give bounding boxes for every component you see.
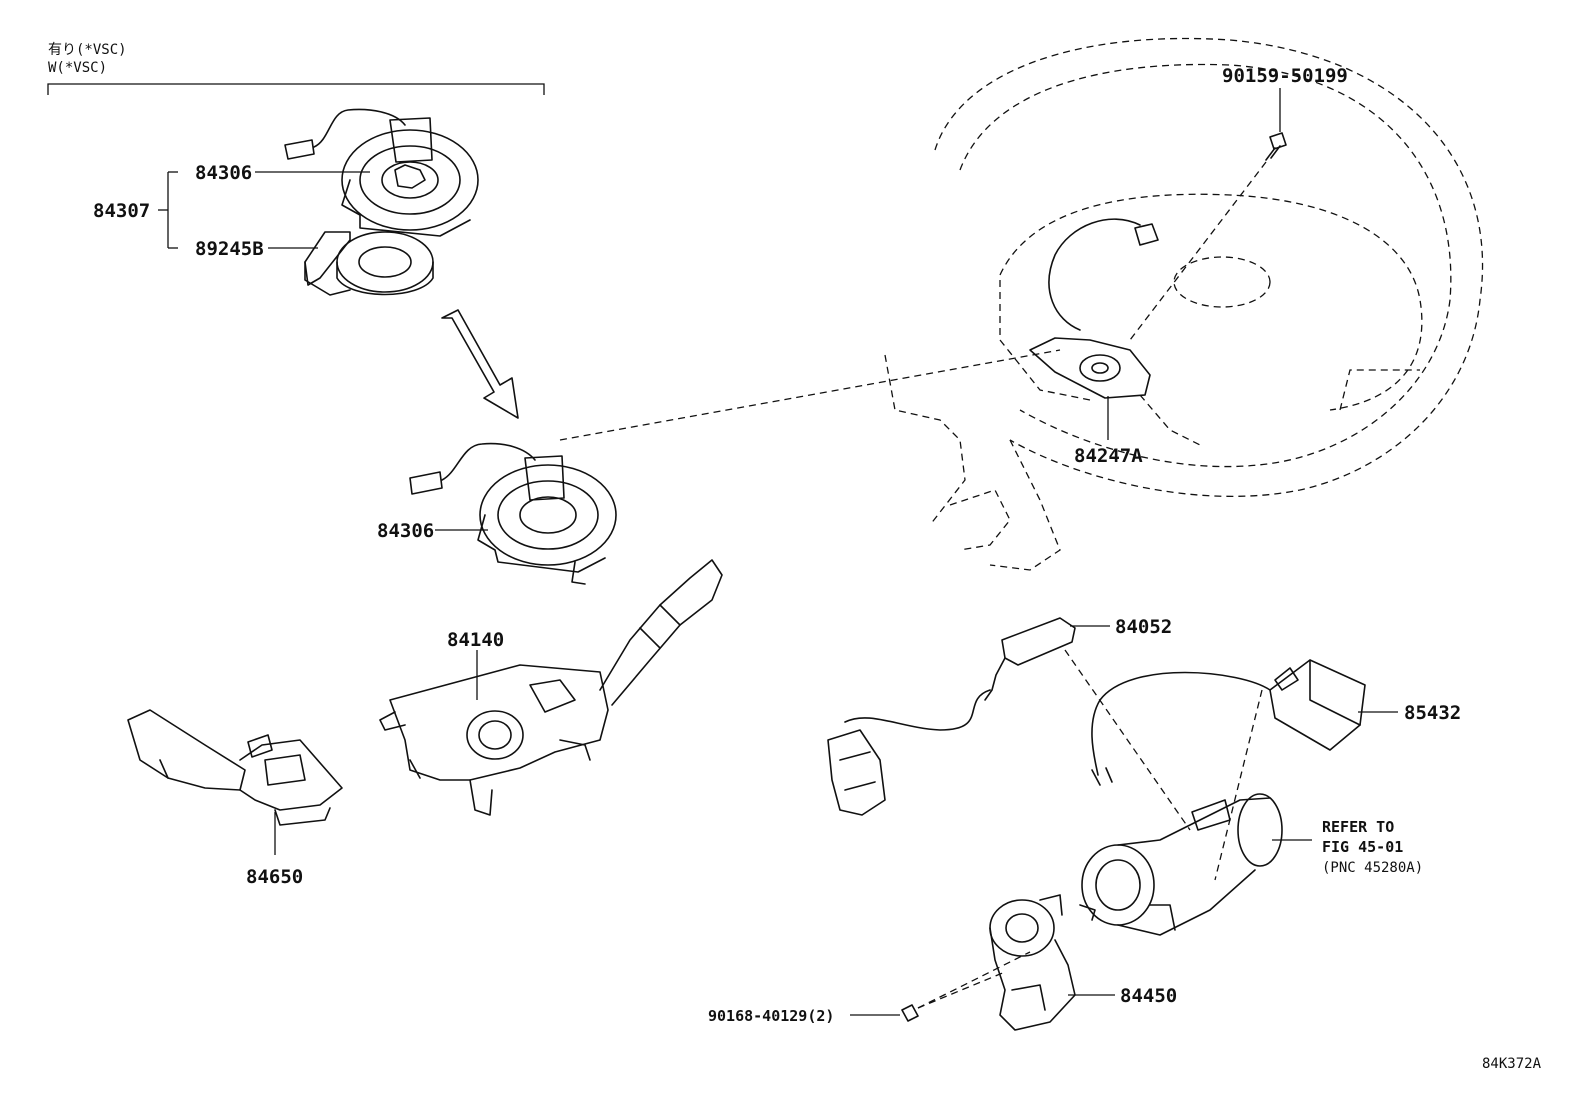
refer-line-1: REFER TO xyxy=(1322,818,1394,836)
label-84450: 84450 xyxy=(1120,985,1177,1007)
label-84140: 84140 xyxy=(447,629,504,651)
label-84247a: 84247A xyxy=(1074,445,1143,467)
label-84306-mid: 84306 xyxy=(377,520,434,542)
ignition-housing-drawing xyxy=(1079,793,1283,936)
figure-id: 84K372A xyxy=(1482,1056,1542,1072)
amplifier-85432-drawing xyxy=(1091,659,1366,786)
screw-90168-drawing xyxy=(901,1004,919,1022)
dashed-link-screw-2 xyxy=(917,951,1031,1009)
label-89245b: 89245B xyxy=(195,238,264,260)
dashed-link-84052 xyxy=(1064,649,1191,831)
spiral-cable-top-drawing xyxy=(284,108,479,237)
spiral-cable-mid-drawing xyxy=(409,442,617,585)
horn-switch-drawing xyxy=(1029,218,1159,399)
refer-line-3: (PNC 45280A) xyxy=(1322,860,1423,876)
dashed-link-spiral-wheel xyxy=(559,349,1061,441)
direction-arrow xyxy=(441,309,519,419)
note-line-1: 有り(*VSC) xyxy=(48,42,127,58)
wiper-switch-drawing xyxy=(127,709,343,826)
note-line-2: W(*VSC) xyxy=(48,60,107,76)
note-bracket xyxy=(47,83,545,95)
vsc-note: 有り(*VSC) W(*VSC) xyxy=(47,42,545,95)
steering-wheel-drawing xyxy=(884,37,1484,571)
label-85432: 85432 xyxy=(1404,702,1461,724)
combination-switch-drawing xyxy=(379,559,723,816)
dashed-link-85432 xyxy=(1214,689,1263,881)
label-84306-top: 84306 xyxy=(195,162,252,184)
dashed-link-screw-1 xyxy=(917,971,1006,1009)
label-90159-50199: 90159-50199 xyxy=(1222,65,1348,87)
label-90168-40129: 90168-40129(2) xyxy=(708,1007,834,1025)
label-84650: 84650 xyxy=(246,866,303,888)
steering-sensor-drawing xyxy=(304,231,434,296)
label-84307: 84307 xyxy=(93,200,150,222)
label-84052: 84052 xyxy=(1115,616,1172,638)
ignition-switch-drawing xyxy=(989,894,1076,1031)
switch-84052-drawing xyxy=(827,617,1076,816)
refer-line-2: FIG 45-01 xyxy=(1322,838,1403,856)
bolt-90159-drawing xyxy=(1265,132,1287,161)
dashed-link-bolt-horn xyxy=(1129,161,1267,341)
